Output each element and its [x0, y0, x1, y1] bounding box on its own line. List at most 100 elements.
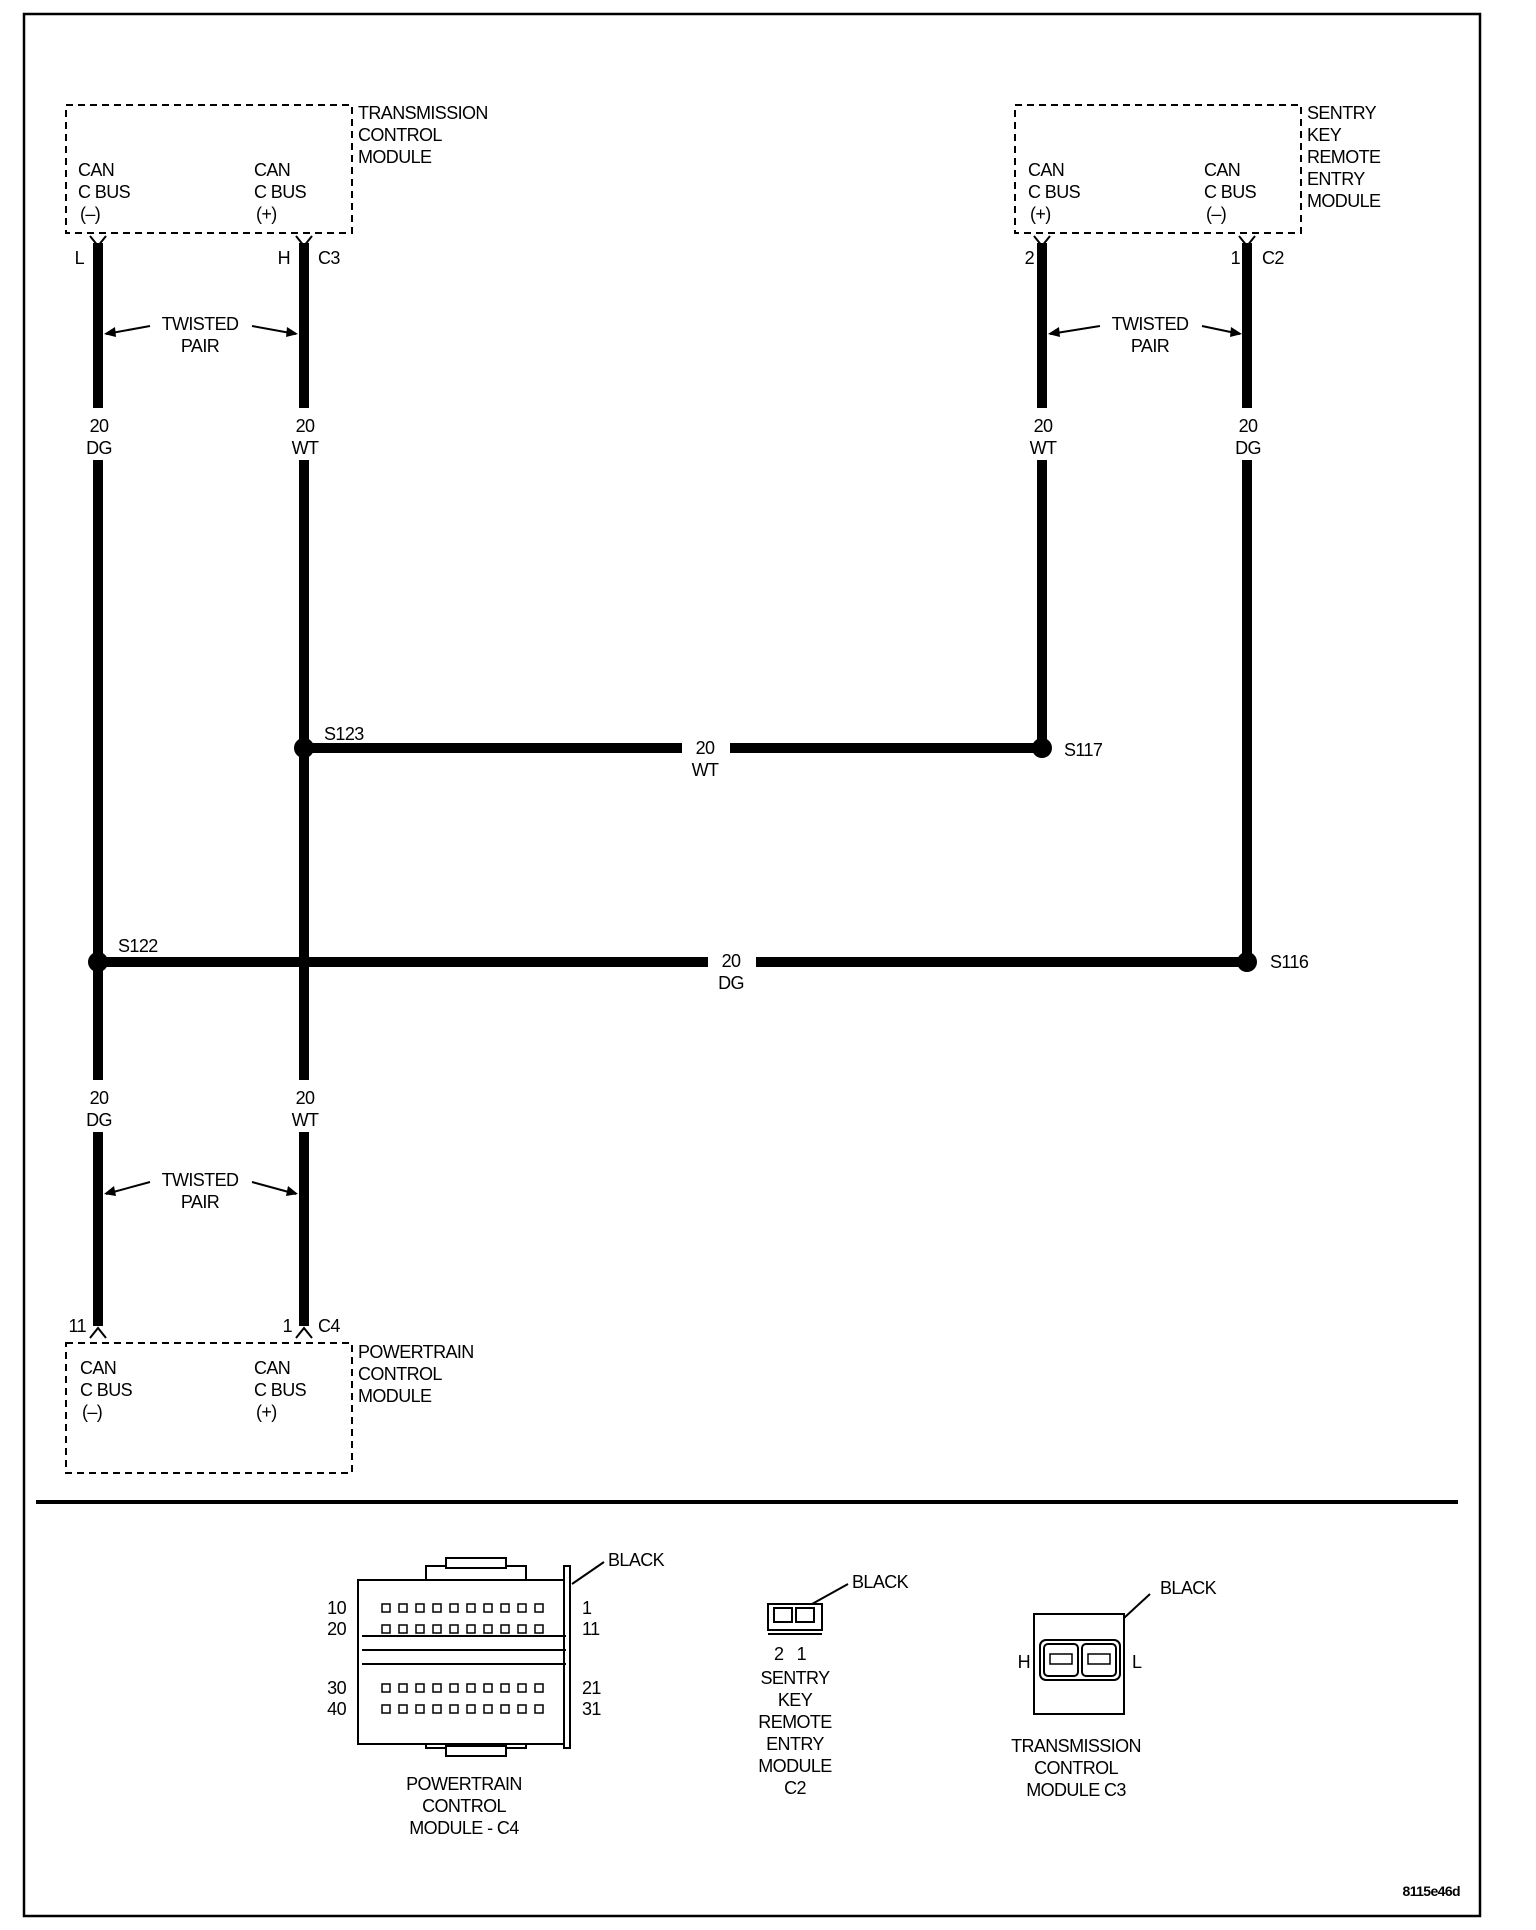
pcm-pin [466, 1683, 476, 1693]
pcm-pin-left-l2: C BUS [80, 1380, 133, 1400]
skrem-connector-pins: 2 1 [774, 1644, 807, 1664]
twisted-pair-label-l1: TWISTED [162, 1170, 239, 1190]
pcm-pin [534, 1624, 544, 1634]
wire-label-color: DG [1235, 438, 1261, 458]
twisted-pair-label-l1: TWISTED [1112, 314, 1189, 334]
pcm-pin [517, 1603, 527, 1613]
skrem-pin-id-2: 2 [1025, 248, 1035, 268]
splice-s116 [1237, 952, 1257, 972]
tcm-pin-left-l3: (–) [80, 204, 100, 224]
tcm-name-line3: MODULE [358, 147, 432, 167]
wire-label-color: DG [86, 438, 112, 458]
twisted-pair-label-l2: PAIR [1131, 336, 1170, 356]
pcm-connector-color: BLACK [608, 1550, 665, 1570]
pcm-pin [415, 1704, 425, 1714]
wire-label-gauge: 20 [722, 951, 741, 971]
wire-label-color: WT [292, 1110, 319, 1130]
skrem-caption-l5: MODULE [758, 1756, 832, 1776]
skrem-pin-id-1: 1 [1231, 248, 1241, 268]
pcm-c4-connector-view: 10 20 30 40 1 11 21 31 BLACK POWERTRAIN … [327, 1550, 665, 1838]
pcm-pin [449, 1624, 459, 1634]
skrem-connector-color: BLACK [852, 1572, 909, 1592]
wire-label-gauge: 20 [90, 1088, 109, 1108]
twisted-pair-label-l1: TWISTED [162, 314, 239, 334]
pcm-pin [398, 1704, 408, 1714]
tcm-pin-right-l2: C BUS [254, 182, 307, 202]
pcm-pin [466, 1603, 476, 1613]
wire-terminals [89, 235, 1256, 1339]
tcm-caption-l3: MODULE C3 [1026, 1780, 1126, 1800]
twisted-pair-top-left: TWISTED PAIR [104, 314, 298, 356]
skrem-box [1014, 104, 1302, 234]
wire-label-color: WT [692, 760, 719, 780]
pcm-caption-l2: CONTROL [422, 1796, 506, 1816]
pcm-pin-right-l1: CAN [254, 1358, 290, 1378]
tcm-pin-left-l1: CAN [78, 160, 114, 180]
pcm-pin [466, 1624, 476, 1634]
pcm-name-line1: POWERTRAIN [358, 1342, 474, 1362]
tcm-name-line1: TRANSMISSION [358, 103, 488, 123]
wire-label-gauge: 20 [696, 738, 715, 758]
pcm-pin-right-l2: C BUS [254, 1380, 307, 1400]
sentry-key-remote-entry-module: SENTRY KEY REMOTE ENTRY MODULE CAN C BUS… [1014, 103, 1382, 268]
skrem-caption-l2: KEY [778, 1690, 813, 1710]
pcm-pin-label-30: 30 [327, 1678, 346, 1698]
tcm-caption-l2: CONTROL [1034, 1758, 1118, 1778]
tcm-caption-l1: TRANSMISSION [1011, 1736, 1141, 1756]
splice-label-s123: S123 [324, 724, 364, 744]
pcm-pin [381, 1624, 391, 1634]
skrem-name-line5: MODULE [1307, 191, 1381, 211]
pcm-pin [483, 1704, 493, 1714]
skrem-c2-connector-view: BLACK 2 1 SENTRY KEY REMOTE ENTRY MODULE… [758, 1572, 909, 1798]
pcm-box [65, 1342, 353, 1474]
tcm-box [65, 104, 353, 234]
tcm-connector-id: C3 [318, 248, 340, 268]
wire-label-gauge: 20 [1239, 416, 1258, 436]
pcm-pin [449, 1683, 459, 1693]
wire-labels: 20 DG 20 WT 20 WT 20 DG 20 WT 20 DG 20 D… [86, 416, 1261, 1130]
pcm-pin [534, 1603, 544, 1613]
pcm-name-line2: CONTROL [358, 1364, 442, 1384]
splice-s117 [1032, 738, 1052, 758]
pcm-pin [517, 1683, 527, 1693]
skrem-caption-l4: ENTRY [766, 1734, 824, 1754]
splice-s122 [88, 952, 108, 972]
pcm-pin [500, 1704, 510, 1714]
splices: S123 S117 S122 S116 [88, 724, 1309, 972]
skrem-pin-right-l3: (–) [1206, 204, 1226, 224]
pcm-pin-label-21: 21 [582, 1678, 601, 1698]
diagram-frame [22, 12, 1482, 1918]
pcm-pin-id-11: 11 [69, 1316, 87, 1336]
pcm-pin [483, 1624, 493, 1634]
wire-label-color: WT [1030, 438, 1057, 458]
pcm-pin-label-1: 1 [582, 1598, 592, 1618]
pcm-connector-id: C4 [318, 1316, 340, 1336]
tcm-pin-left-l2: C BUS [78, 182, 131, 202]
pcm-pin [398, 1624, 408, 1634]
twisted-pair-top-right: TWISTED PAIR [1048, 314, 1242, 356]
pcm-pin [500, 1603, 510, 1613]
pcm-pin [381, 1704, 391, 1714]
twisted-pair-bottom-left: TWISTED PAIR [104, 1170, 298, 1212]
pcm-pin [415, 1683, 425, 1693]
tcm-name-line2: CONTROL [358, 125, 442, 145]
skrem-name-line4: ENTRY [1307, 169, 1365, 189]
wire-label-color: WT [292, 438, 319, 458]
pcm-pin [517, 1624, 527, 1634]
splice-label-s117: S117 [1064, 740, 1103, 760]
twisted-pair-label-l2: PAIR [181, 1192, 220, 1212]
pcm-pin [432, 1683, 442, 1693]
tcm-pin-right-l3: (+) [256, 204, 277, 224]
skrem-name-line2: KEY [1307, 125, 1342, 145]
pcm-name-line3: MODULE [358, 1386, 432, 1406]
pcm-caption-l3: MODULE - C4 [409, 1818, 519, 1838]
tcm-c3-connector-view: BLACK H L TRANSMISSION CONTROL MODULE C3 [1011, 1578, 1217, 1800]
pcm-pin-id-1: 1 [283, 1316, 293, 1336]
skrem-pin-left-l3: (+) [1030, 204, 1051, 224]
pcm-pin-label-11: 11 [582, 1619, 600, 1639]
pcm-pin [449, 1704, 459, 1714]
skrem-pin-left-l1: CAN [1028, 160, 1064, 180]
tcm-pin-id-h: H [278, 248, 290, 268]
pcm-pin [449, 1603, 459, 1613]
